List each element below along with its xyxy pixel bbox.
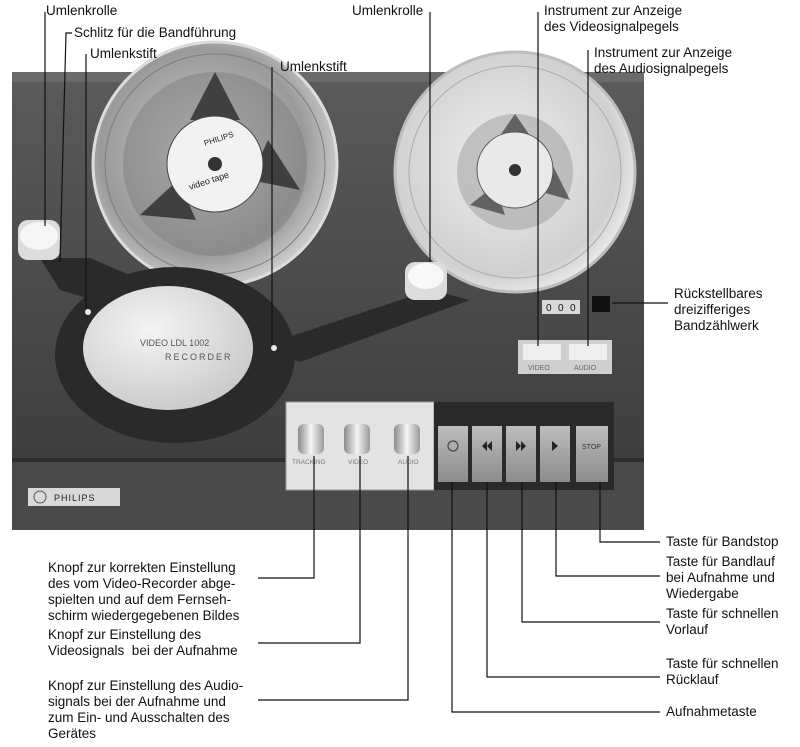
label-umlenkrolle-left: Umlenkrolle <box>46 3 118 18</box>
label-play: Taste für Bandlauf bei Aufnahme und Wied… <box>666 554 775 601</box>
mid-guide-pin <box>271 345 277 351</box>
label-ffwd: Taste für schnellen Vorlauf <box>666 606 779 637</box>
audio-meter <box>569 344 607 360</box>
stop-key-label: STOP <box>582 444 601 451</box>
record-icon <box>447 440 459 452</box>
counter-digit-3: 0 <box>570 303 576 314</box>
brand-text: PHILIPS <box>54 493 96 503</box>
label-schlitz: Schlitz für die Bandführung <box>74 25 237 40</box>
brand-plate: PHILIPS <box>28 488 120 506</box>
philips-shield-icon <box>33 490 47 504</box>
leader-lines <box>44 12 668 713</box>
left-guide-roller <box>18 220 60 260</box>
tracking-knob[interactable] <box>298 424 324 454</box>
rewind-icon <box>482 441 492 451</box>
label-video-knob: Knopf zur Einstellung des Videosignals b… <box>48 627 238 658</box>
counter-digit-1: 0 <box>546 303 552 314</box>
model-text: VIDEO LDL 1002 <box>140 338 209 348</box>
play-icon <box>552 441 558 451</box>
video-meter <box>523 344 561 360</box>
label-umlenkstift-mid: Umlenkstift <box>280 59 347 74</box>
stop-key[interactable]: STOP <box>576 426 608 482</box>
video-knob-label: VIDEO <box>348 459 368 466</box>
audio-knob[interactable] <box>394 424 420 454</box>
fast-forward-icon <box>516 441 526 451</box>
label-stop: Taste für Bandstop <box>666 534 779 549</box>
audio-meter-label: AUDIO <box>574 365 597 372</box>
left-guide-pin <box>85 309 91 315</box>
label-counter: Rückstellbares dreizifferiges Bandzählwe… <box>674 286 763 333</box>
tracking-knob-label: TRACKING <box>292 459 326 466</box>
label-instr-video: Instrument zur Anzeige des Videosignalpe… <box>544 3 683 34</box>
left-reel: PHILIPS video tape <box>91 40 339 288</box>
label-tracking: Knopf zur korrekten Einstellung des vom … <box>48 560 240 623</box>
right-reel <box>393 50 637 294</box>
mid-guide-roller <box>405 262 447 300</box>
knob-panel: TRACKING VIDEO AUDIO <box>285 401 435 491</box>
level-meters: VIDEO AUDIO <box>518 340 612 374</box>
transport-keys: STOP <box>434 402 614 490</box>
record-key[interactable] <box>438 426 468 482</box>
video-meter-label: VIDEO <box>528 365 550 372</box>
label-audio-knob: Knopf zur Einstellung des Audio- signals… <box>48 678 244 741</box>
label-record: Aufnahmetaste <box>666 704 757 719</box>
play-key[interactable] <box>540 426 570 482</box>
counter-reset-button[interactable] <box>592 296 610 312</box>
model-subtext: RECORDER <box>165 352 233 362</box>
label-instr-audio: Instrument zur Anzeige des Audiosignalpe… <box>594 45 733 76</box>
tape-counter: 0 0 0 <box>542 300 580 314</box>
video-knob[interactable] <box>344 424 370 454</box>
label-umlenkrolle-mid: Umlenkrolle <box>352 3 424 18</box>
fast-forward-key[interactable] <box>506 426 536 482</box>
label-rew: Taste für schnellen Rücklauf <box>666 656 779 687</box>
head-drum: VIDEO LDL 1002 RECORDER <box>83 286 253 410</box>
counter-digit-2: 0 <box>558 303 564 314</box>
rewind-key[interactable] <box>472 426 502 482</box>
label-umlenkstift-left: Umlenkstift <box>90 46 157 61</box>
